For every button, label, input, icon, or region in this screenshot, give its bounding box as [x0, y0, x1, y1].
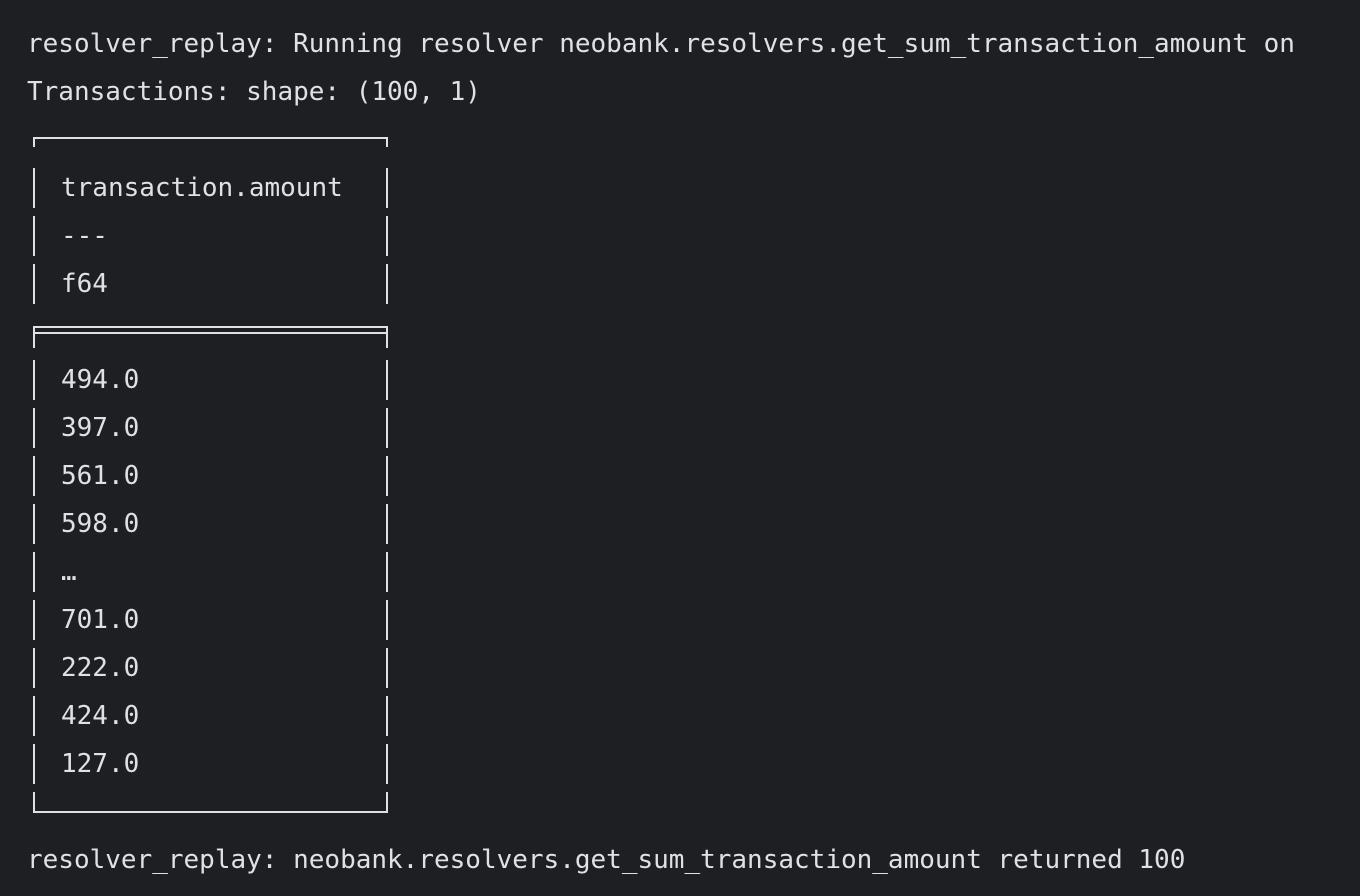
dataframe-table — [33, 137, 388, 813]
table-border-left — [33, 744, 35, 784]
table-border-top — [33, 137, 388, 139]
table-row: 494.0 — [61, 365, 140, 395]
table-border-right — [386, 360, 388, 400]
table-border-right — [386, 456, 388, 496]
table-row-ellipsis: … — [61, 557, 77, 587]
table-border-left — [33, 264, 35, 304]
table-border-left — [33, 456, 35, 496]
table-border-right — [386, 137, 388, 147]
table-border-left — [33, 326, 35, 334]
table-border-left — [33, 696, 35, 736]
table-row: 222.0 — [61, 653, 140, 683]
table-border-left — [33, 360, 35, 400]
table-border-right — [386, 504, 388, 544]
table-border-right — [386, 552, 388, 592]
table-header-separator — [33, 332, 388, 334]
table-border-right — [386, 326, 388, 334]
table-border-left — [33, 168, 35, 208]
log-line-transactions-shape: Transactions: shape: (100, 1) — [27, 77, 481, 107]
table-border-right — [386, 408, 388, 448]
log-line-resolver-returned: resolver_replay: neobank.resolvers.get_s… — [27, 845, 1186, 875]
table-row: 424.0 — [61, 701, 140, 731]
table-border-left — [33, 792, 35, 812]
table-row: 561.0 — [61, 461, 140, 491]
table-row: 598.0 — [61, 509, 140, 539]
table-border-left — [33, 504, 35, 544]
table-border-left — [33, 216, 35, 256]
table-border-right — [386, 264, 388, 304]
table-border-left — [33, 648, 35, 688]
table-row: 397.0 — [61, 413, 140, 443]
table-border-right — [386, 334, 388, 348]
table-border-left — [33, 600, 35, 640]
table-row: 701.0 — [61, 605, 140, 635]
table-border-bottom — [33, 811, 388, 813]
table-border-right — [386, 216, 388, 256]
log-line-running-resolver: resolver_replay: Running resolver neoban… — [27, 29, 1295, 59]
table-border-right — [386, 648, 388, 688]
table-border-right — [386, 792, 388, 812]
table-column-dtype: f64 — [61, 269, 108, 299]
table-border-right — [386, 744, 388, 784]
table-header-separator-text: --- — [61, 221, 108, 251]
table-border-left — [33, 552, 35, 592]
table-border-left — [33, 137, 35, 147]
table-border-left — [33, 408, 35, 448]
table-border-right — [386, 696, 388, 736]
table-column-name: transaction.amount — [61, 173, 343, 203]
table-border-right — [386, 600, 388, 640]
table-header-separator — [33, 326, 388, 328]
table-border-right — [386, 168, 388, 208]
table-border-left — [33, 334, 35, 348]
table-row: 127.0 — [61, 749, 140, 779]
